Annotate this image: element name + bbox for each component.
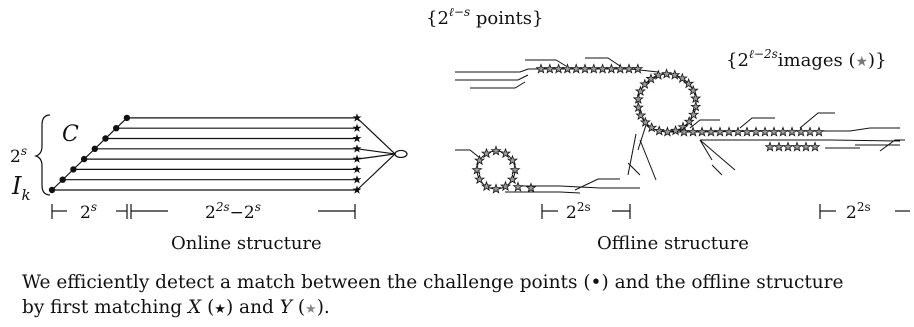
caption-line-2: by first matching X (★) and Y (★). (22, 297, 330, 318)
hollow-star-icon (796, 126, 806, 137)
hollow-star-icon (810, 141, 820, 152)
hollow-star-icon (635, 86, 646, 96)
hollow-star-icon (597, 63, 608, 74)
hollow-star-icon (491, 183, 501, 194)
offline-measure-b: 22s (846, 200, 871, 223)
offline-measure (541, 204, 910, 219)
filled-dot-icon (91, 145, 99, 152)
hollow-star-icon (684, 116, 695, 126)
offline-structure: {2ℓ−s points} {2ℓ−2simages (★)} (426, 5, 910, 254)
hollow-star-icon (624, 63, 634, 74)
filled-star-icon: ★ (214, 302, 226, 317)
hollow-star-icon (715, 126, 725, 137)
hollow-star-icon (742, 126, 752, 137)
hollow-star-icon (500, 181, 511, 191)
filled-dot-icon: • (590, 272, 602, 293)
offline-measure-a: 22s (566, 200, 591, 223)
hollow-star-icon (792, 141, 802, 152)
filled-dot-icon (70, 166, 77, 173)
online-chain-lines (51, 117, 408, 191)
hollow-star-icon (553, 63, 564, 74)
hollow-star-icon (654, 125, 665, 136)
hollow-star-icon (474, 174, 485, 184)
online-measure-mid: 22s−2s (205, 200, 261, 223)
online-challenge-points (48, 114, 131, 194)
online-structure: 2s C Ik 2s 22s−2s Online structure (10, 113, 408, 254)
filled-star-icon (352, 133, 362, 143)
filled-star-icon (352, 144, 362, 153)
hollow-star-icon (783, 141, 793, 152)
hollow-star-icon (536, 63, 546, 74)
online-measure (51, 204, 356, 219)
hollow-star-icon (801, 141, 811, 152)
filled-star-icon (352, 175, 362, 184)
hollow-star-icon (774, 141, 784, 152)
hollow-star-icon (646, 122, 657, 132)
offline-points-label: {2ℓ−s points} (426, 5, 543, 29)
hollow-star-icon (733, 126, 743, 137)
online-label-c: C (62, 122, 79, 147)
hollow-star-icon (787, 126, 797, 137)
hollow-star-icon (662, 126, 673, 137)
filled-star-icon (352, 164, 362, 174)
hollow-star-icon (724, 126, 734, 137)
hollow-star-icon (491, 145, 501, 156)
hollow-star-icon (615, 63, 626, 74)
filled-dot-icon (48, 186, 56, 194)
figure-caption: We efficiently detect a match between th… (22, 270, 902, 322)
hollow-star-icon (688, 126, 698, 137)
filled-dot-icon (113, 125, 120, 132)
hollow-star-icon (513, 181, 523, 192)
filled-dot-icon (80, 155, 88, 163)
hollow-star-icon (697, 126, 707, 137)
hollow-star-icon (580, 63, 590, 74)
hollow-star-icon (778, 126, 788, 137)
filled-star-icon (352, 154, 362, 163)
hollow-star-icon (751, 126, 761, 137)
hollow-star-icon (481, 181, 492, 191)
online-label-ik: Ik (11, 172, 31, 204)
hollow-star-icon: ★ (305, 302, 317, 317)
offline-y-stars (472, 63, 824, 194)
hollow-star-icon (765, 141, 775, 152)
hollow-star-icon (760, 126, 770, 137)
online-brace (34, 114, 51, 196)
hollow-star-icon (571, 63, 582, 74)
online-caption: Online structure (171, 233, 322, 254)
figure: 2s C Ik 2s 22s−2s Online structure {2ℓ−s… (10, 5, 910, 254)
hollow-star-icon (769, 126, 779, 137)
filled-star-icon (352, 123, 362, 132)
filled-dot-icon (59, 176, 66, 183)
filled-dot-icon (102, 135, 109, 142)
hollow-star-icon (632, 63, 643, 74)
hollow-star-icon (805, 126, 815, 137)
hollow-star-icon (588, 63, 599, 74)
hollow-star-icon (606, 63, 617, 74)
hollow-star-icon (669, 69, 680, 80)
hollow-star-icon: ★ (855, 54, 868, 70)
hollow-star-icon (544, 63, 555, 74)
hollow-star-icon (814, 126, 824, 137)
online-x-stars (352, 113, 362, 194)
hollow-star-icon (688, 85, 699, 95)
hollow-star-icon (688, 109, 699, 119)
offline-caption: Offline structure (597, 233, 749, 254)
hollow-star-icon (635, 110, 646, 120)
caption-line-1: We efficiently detect a match between th… (22, 272, 844, 293)
offline-images-label: {2ℓ−2simages (★)} (726, 47, 887, 71)
hollow-star-icon (706, 126, 716, 137)
hollow-star-icon (562, 63, 573, 74)
online-measure-left: 2s (80, 200, 97, 223)
online-brace-label: 2s (10, 144, 27, 167)
filled-dot-icon (123, 114, 131, 122)
hollow-star-icon (526, 182, 536, 193)
hollow-star-icon (507, 174, 518, 184)
